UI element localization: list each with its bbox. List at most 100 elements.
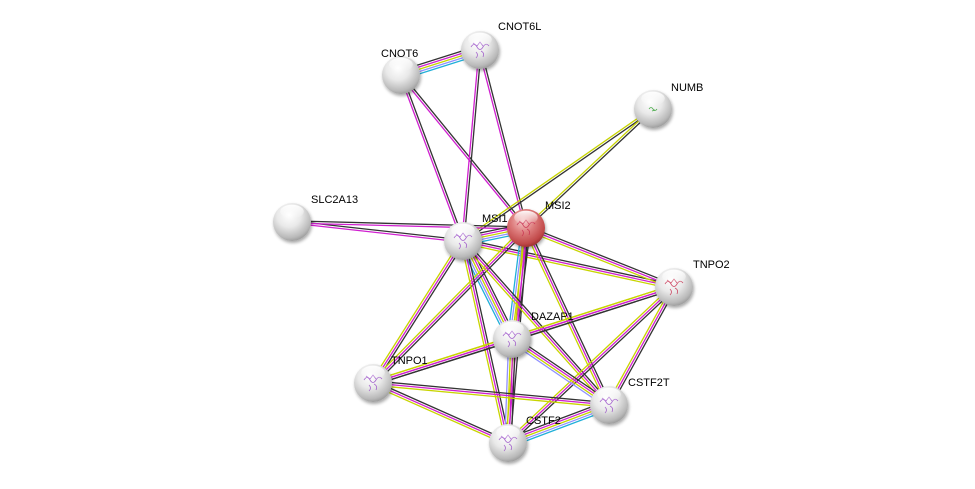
edge-line-coexpression [610, 287, 677, 407]
edge-tnpo2-cstf2[interactable] [506, 284, 676, 446]
edge-line-coexpression [509, 288, 676, 446]
node-highlight [280, 204, 304, 219]
edge-line-coexpression [513, 335, 612, 403]
edge-tnpo1-cstf2t[interactable] [372, 380, 610, 408]
edge-line-experiments [371, 384, 508, 446]
edge-line-textmining [525, 227, 610, 406]
node-numb[interactable]: NUMB [634, 82, 703, 128]
node-tnpo2[interactable]: TNPO2 [655, 259, 730, 306]
edge-line-experiments [460, 241, 507, 444]
node-msi2[interactable]: MSI2 [507, 200, 571, 247]
edge-line-coexpression [374, 229, 529, 386]
edge-line-textmining [291, 222, 463, 243]
edge-line-textmining [461, 49, 480, 241]
node-cnot6l[interactable]: CNOT6L [461, 21, 541, 69]
node-cstf2t[interactable]: CSTF2T [590, 377, 670, 424]
node-label: DAZAP1 [531, 311, 574, 323]
edge-slc2a13-msi2[interactable] [291, 220, 527, 230]
edge-line-databases [506, 227, 523, 339]
node-highlight [514, 210, 538, 225]
edge-msi2-cstf2t[interactable] [523, 226, 612, 407]
node-label: MSI2 [545, 200, 571, 212]
edge-line-experiments [370, 225, 525, 382]
edge-msi2-tnpo1[interactable] [370, 225, 529, 386]
node-cnot6[interactable]: CNOT6 [381, 48, 420, 94]
edge-msi1-tnpo2[interactable] [462, 238, 675, 290]
edge-line-experiments [460, 242, 608, 407]
edge-line-coexpression [373, 380, 510, 442]
edge-line-experiments [462, 242, 674, 290]
node-label: TNPO1 [391, 355, 428, 367]
edge-numb-msi2[interactable] [524, 107, 655, 230]
edge-line-experiments [524, 229, 674, 290]
edge-line-coexpression [373, 380, 610, 404]
edge-line-coexpression [373, 340, 513, 386]
edge-cnot6-msi2[interactable] [399, 73, 528, 230]
edge-line-textmining [507, 286, 675, 444]
edge-line-experiments [523, 228, 608, 407]
node-highlight [389, 57, 413, 72]
node-label: CNOT6 [381, 48, 418, 60]
edge-numb-msi1[interactable] [462, 107, 654, 243]
protein-structure-icon [648, 107, 658, 112]
node-label: SLC2A13 [311, 194, 358, 206]
node-highlight [662, 269, 686, 284]
edge-msi1-cstf2t[interactable] [460, 239, 612, 407]
edge-line-textmining [462, 240, 509, 444]
protein-structure-icon [498, 434, 518, 452]
edge-line-experiments [370, 239, 462, 383]
edge-line-coexpression [463, 50, 482, 242]
edge-line-coexpression [527, 226, 612, 405]
edge-dazap1-cstf2t[interactable] [509, 335, 612, 409]
edge-msi2-tnpo2[interactable] [524, 225, 676, 290]
edge-line-textmining [372, 382, 610, 406]
edge-line-experiments [506, 284, 673, 442]
edge-line-coexpression [401, 73, 528, 228]
node-msi1[interactable]: MSI1 [444, 213, 508, 260]
edge-line-experiments [524, 107, 653, 228]
node-highlight [641, 91, 665, 106]
edge-line-coexpression [463, 109, 654, 243]
edge-line-coexpression [526, 109, 655, 230]
edge-cnot6l-msi1[interactable] [461, 49, 482, 242]
edge-line-textmining [462, 240, 610, 406]
node-dazap1[interactable]: DAZAP1 [493, 311, 574, 358]
edge-line-coexpression [480, 49, 528, 228]
node-label: CNOT6L [498, 21, 541, 33]
edge-line-experiments [606, 285, 673, 405]
edge-line-textmining [399, 75, 463, 242]
edge-line-textmining [512, 337, 610, 405]
edge-tnpo2-cstf2t[interactable] [606, 285, 677, 407]
node-label: TNPO2 [693, 259, 730, 271]
edge-line-coexpression [464, 240, 511, 443]
edge-msi1-cstf2[interactable] [460, 240, 511, 444]
protein-structure-icon [664, 278, 684, 296]
protein-structure-icon [516, 219, 536, 237]
edge-msi1-tnpo1[interactable] [370, 239, 466, 385]
edge-line-textmining [372, 240, 464, 384]
node-label: NUMB [671, 82, 703, 94]
edge-line-textmining [462, 240, 675, 288]
edge-line-coexpression [292, 220, 527, 228]
node-highlight [597, 387, 621, 402]
edge-line-experiments [372, 336, 512, 382]
node-label: CSTF2 [526, 415, 561, 427]
edge-line-textmining [608, 286, 675, 406]
edge-dazap1-tnpo1[interactable] [372, 336, 513, 386]
edge-line-textmining [399, 75, 526, 230]
node-label: CSTF2T [628, 377, 670, 389]
node-tnpo1[interactable]: TNPO1 [354, 355, 428, 402]
edge-line-textmining [372, 227, 527, 384]
edge-cnot6l-msi2[interactable] [478, 49, 528, 229]
edge-cnot6-msi1[interactable] [399, 74, 465, 242]
edge-line-textmining [525, 227, 675, 288]
protein-structure-icon [453, 232, 473, 250]
protein-structure-icon [470, 41, 490, 59]
edge-line-homology [509, 341, 608, 409]
node-slc2a13[interactable]: SLC2A13 [273, 194, 358, 241]
edge-tnpo1-cstf2[interactable] [371, 380, 510, 446]
node-cstf2[interactable]: CSTF2 [489, 415, 561, 462]
node-label: MSI1 [482, 213, 508, 225]
edge-line-coexpression [464, 239, 612, 404]
